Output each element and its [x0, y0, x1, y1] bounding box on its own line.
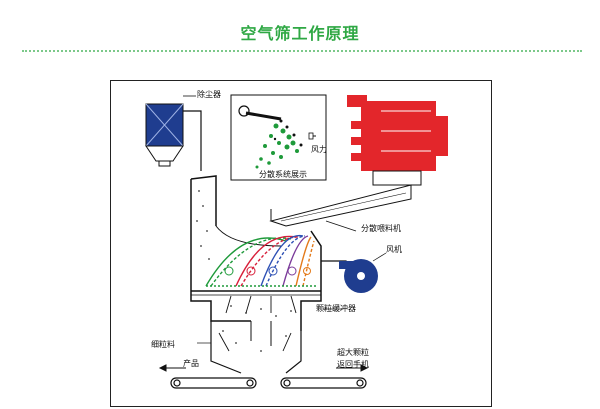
sorting-demo-inset: [230, 94, 327, 181]
product-label: 产品: [183, 359, 199, 368]
trajectory-markers: [224, 266, 311, 276]
page-title: 空气筛工作原理: [240, 24, 360, 43]
title-divider: [22, 50, 582, 52]
flow-arrows: [158, 364, 369, 372]
particle-dots: [196, 190, 292, 352]
fan: [339, 259, 378, 293]
air-sieve-diagram: [145, 94, 448, 389]
sieve-body: [190, 175, 347, 374]
feed-chute: [269, 184, 412, 227]
leader-lines: [197, 220, 387, 344]
fan-label: 风机: [386, 245, 402, 254]
diagram-frame: 除尘器 风力 分散系统展示 分散喂料机 风机 颗粒缓冲器 细粒料 产品 超大颗粒…: [110, 80, 492, 407]
sorting-demo-label: 分散系统展示: [259, 170, 307, 179]
product-conveyor: [170, 377, 257, 389]
feeder-machine: [347, 95, 448, 186]
trajectory-arcs: [205, 234, 316, 287]
airflow-arrows: [218, 295, 297, 352]
dust-collector-label: 除尘器: [197, 90, 221, 99]
return-label: 返回手机: [337, 360, 369, 369]
wind-label: 风力: [311, 145, 327, 154]
buffer-label: 颗粒缓冲器: [316, 304, 356, 313]
fines-label: 细粒料: [151, 340, 175, 349]
oversize-conveyor: [280, 377, 367, 389]
dust-collector: [145, 95, 202, 171]
oversize-label: 超大颗粒: [337, 348, 369, 357]
feeder-label: 分散喂料机: [361, 224, 401, 233]
